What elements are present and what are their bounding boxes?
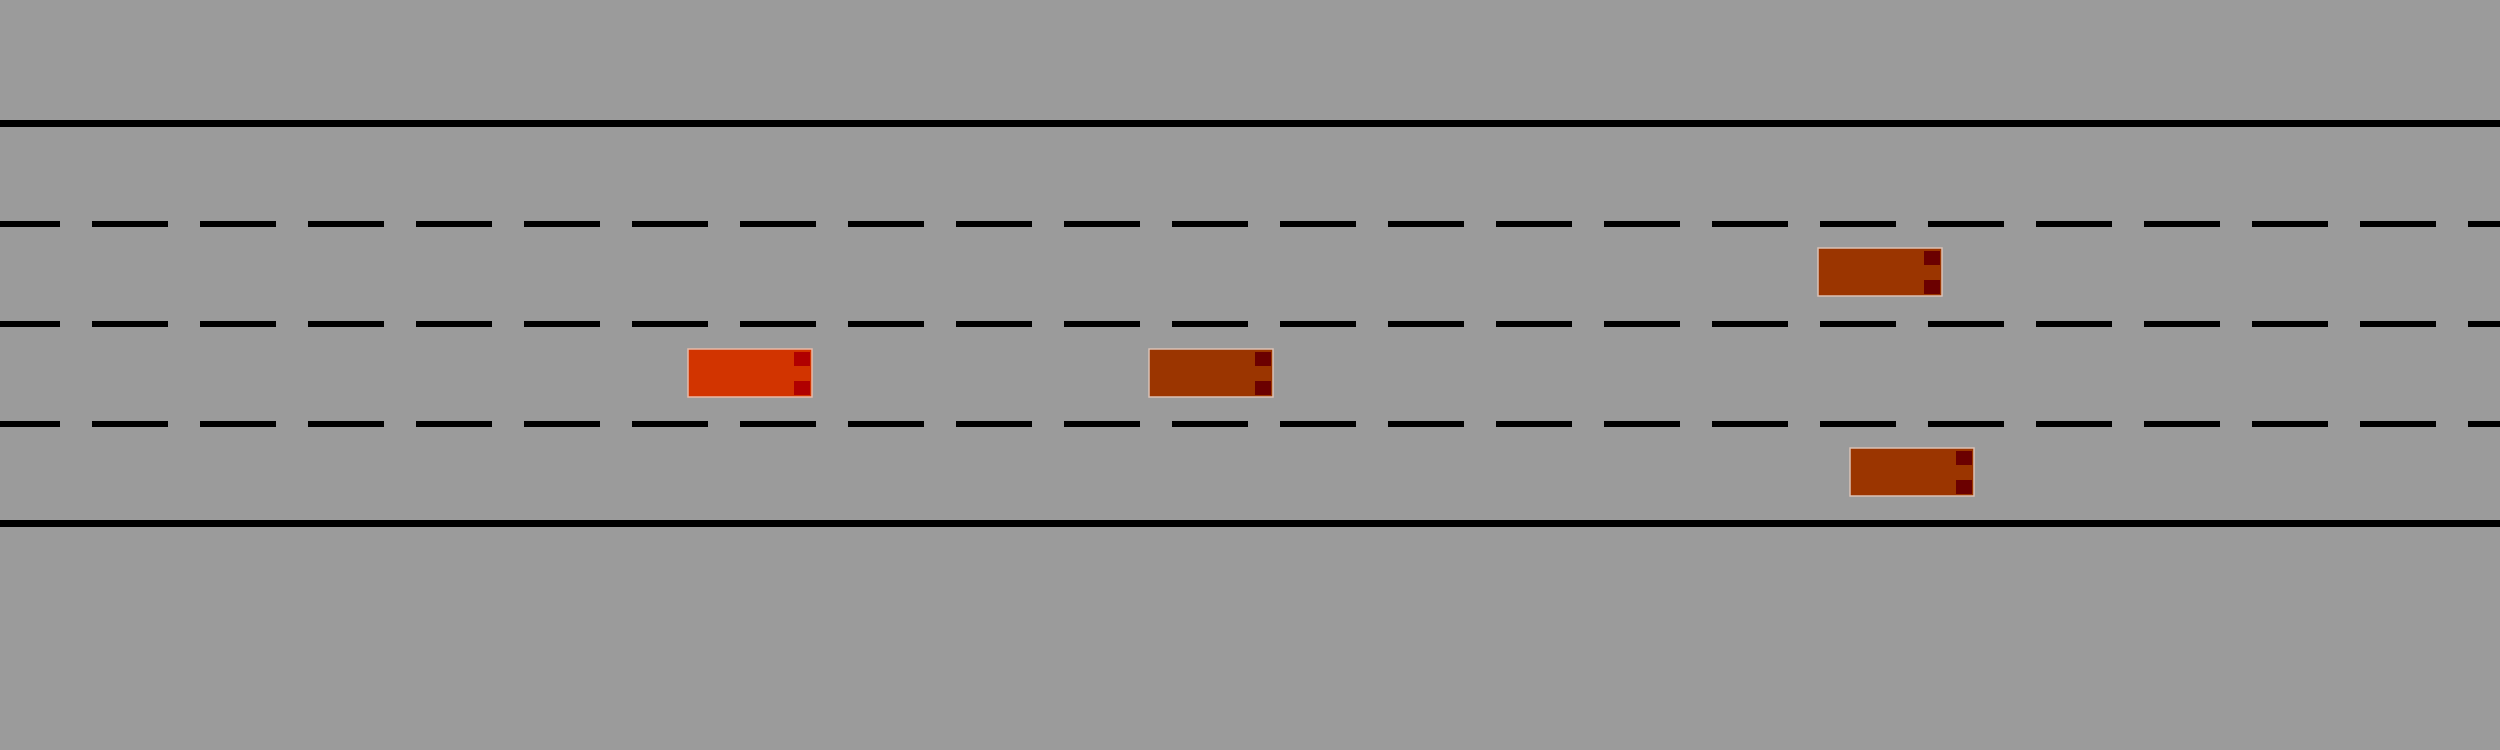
- vehicle-light-top: [1956, 451, 1972, 465]
- road-markings: [0, 120, 2500, 527]
- vehicle-light-top: [1924, 251, 1940, 265]
- vehicle-light-bottom: [794, 381, 810, 395]
- vehicle-body: [1849, 447, 1975, 497]
- vehicle-body: [687, 348, 813, 398]
- vehicle: [1148, 348, 1274, 398]
- ego-vehicle: [687, 348, 813, 398]
- vehicle-light-top: [794, 352, 810, 366]
- vehicle-body: [1817, 247, 1943, 297]
- vehicle: [1849, 447, 1975, 497]
- vehicle-light-top: [1255, 352, 1271, 366]
- vehicle-light-bottom: [1924, 280, 1940, 294]
- vehicle-light-bottom: [1255, 381, 1271, 395]
- vehicle-light-bottom: [1956, 480, 1972, 494]
- vehicle-body: [1148, 348, 1274, 398]
- vehicle: [1817, 247, 1943, 297]
